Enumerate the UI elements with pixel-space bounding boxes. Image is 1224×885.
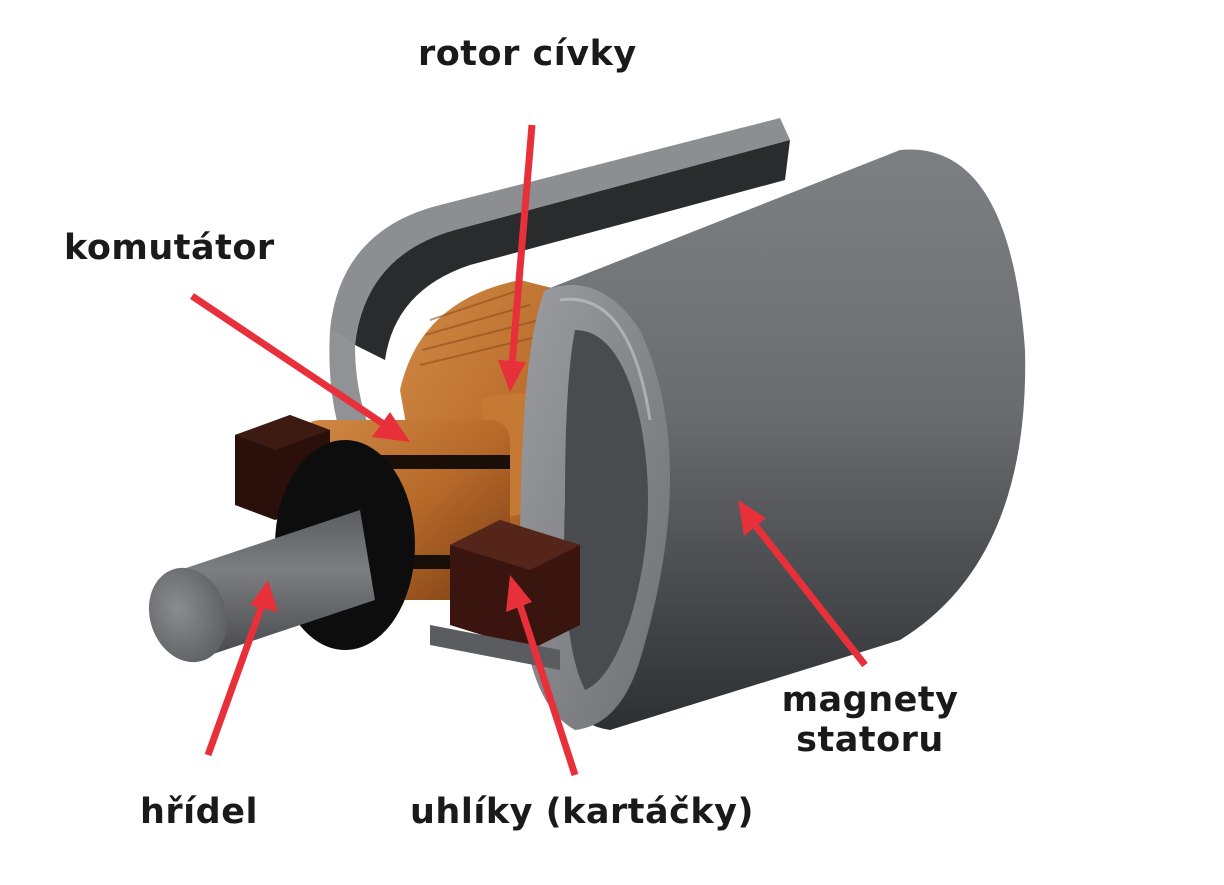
label-stator-line1: magnety [781,680,959,720]
arrow-stator [738,500,868,668]
label-brushes: uhlíky (kartáčky) [410,792,754,832]
arrow-brushes [506,575,579,777]
arrow-commutator [190,293,410,442]
label-commutator: komutátor [64,228,275,268]
shaft [148,510,375,663]
stator-housing [520,149,1026,730]
pointer-arrows [190,124,868,777]
label-shaft: hřídel [140,792,258,832]
label-rotor-coils: rotor cívky [418,34,637,74]
label-stator-magnets: magnety statoru [780,680,960,761]
label-stator-line2: statoru [796,720,944,761]
arrow-shaft [204,580,278,757]
arrow-rotor [498,124,536,392]
